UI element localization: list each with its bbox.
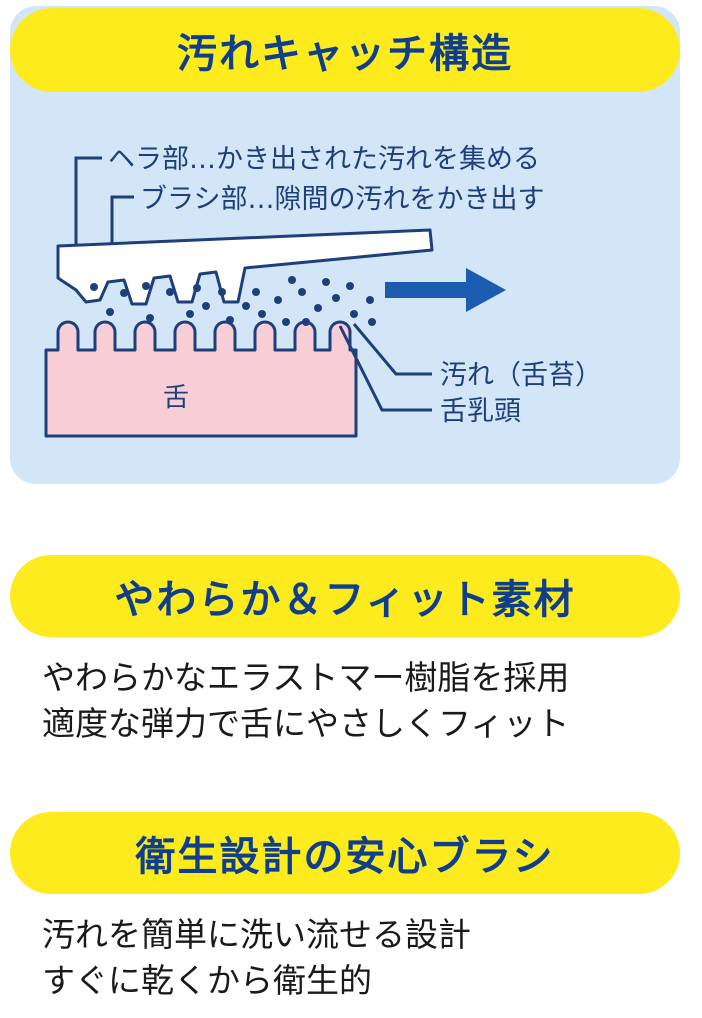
spatula-label: ヘラ部…かき出された汚れを集める xyxy=(108,144,540,175)
section-title-dirt-catch: 汚れキャッチ構造 xyxy=(10,8,680,92)
dirt-label: 汚れ（舌苔） xyxy=(440,360,602,391)
section-title-soft-fit: やわらか＆フィット素材 xyxy=(10,555,680,637)
tongue-shape xyxy=(44,320,358,438)
direction-arrow xyxy=(385,268,506,312)
spatula-leader-line xyxy=(74,156,102,250)
dirt-leader-line xyxy=(352,323,432,376)
hygiene-description: 汚れを簡単に洗い流せる設計 すぐに乾くから衛生的 xyxy=(42,912,471,1004)
section-title-hygiene: 衛生設計の安心ブラシ xyxy=(10,812,680,894)
tongue-label: 舌 xyxy=(163,383,189,413)
hygiene-line-1: 汚れを簡単に洗い流せる設計 xyxy=(42,915,471,954)
soft-fit-line-2: 適度な弾力で舌にやさしくフィット xyxy=(42,704,570,743)
hygiene-line-2: すぐに乾くから衛生的 xyxy=(42,961,372,1000)
soft-fit-line-1: やわらかなエラストマー樹脂を採用 xyxy=(42,658,570,697)
brush-label: ブラシ部…隙間の汚れをかき出す xyxy=(140,184,544,215)
brush-head xyxy=(56,228,434,306)
soft-fit-description: やわらかなエラストマー樹脂を採用 適度な弾力で舌にやさしくフィット xyxy=(42,655,569,747)
brush-leader-line xyxy=(110,195,134,262)
dirt-catch-diagram: ヘラ部…かき出された汚れを集める ブラシ部…隙間の汚れをかき出す 舌 汚れ（舌苔… xyxy=(44,144,602,438)
dirt-particles xyxy=(90,276,376,326)
papillae-label: 舌乳頭 xyxy=(440,396,521,427)
papillae-leader-line xyxy=(338,325,432,412)
